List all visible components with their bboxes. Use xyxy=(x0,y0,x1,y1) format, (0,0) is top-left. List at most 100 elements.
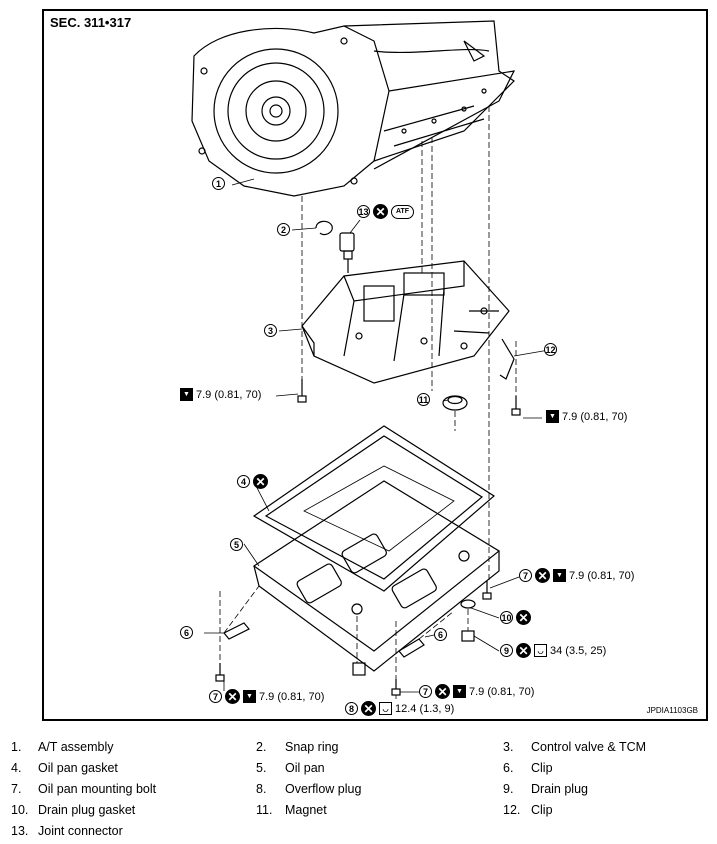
legend-item: 8. Overflow plug xyxy=(256,782,361,796)
torque-value: 7.9 (0.81, 70) xyxy=(562,410,628,423)
at-assembly-drawing xyxy=(191,20,516,197)
callout-7b: 7 ✕ ▼ 7.9 (0.81, 70) xyxy=(209,689,324,704)
x-circle-icon: ✕ xyxy=(516,643,531,658)
legend-label: Oil pan mounting bolt xyxy=(38,782,157,796)
legend-item: 1.A/T assembly xyxy=(11,740,114,754)
callout-13: 13 ✕ ATF xyxy=(357,204,415,219)
legend-item: 5. Oil pan xyxy=(256,761,325,775)
torque-wrench-icon: ▼ xyxy=(180,388,193,401)
legend-item: 11. Magnet xyxy=(256,803,327,817)
legend-item: 9. Drain plug xyxy=(503,782,588,796)
oil-pan-gasket-drawing xyxy=(252,425,496,592)
torque-wrench-icon: ▼ xyxy=(553,569,566,582)
legend-label: Joint connector xyxy=(38,824,123,838)
clip-6b-drawing xyxy=(398,638,425,658)
legend-label: Oil pan gasket xyxy=(38,761,118,775)
oil-pan-drawing xyxy=(252,480,501,672)
torque-value: 7.9 (0.81, 70) xyxy=(196,388,262,401)
legend-label: Clip xyxy=(531,803,553,817)
callout-6a: 6 xyxy=(180,626,193,639)
callout-7a: 7 ✕ ▼ 7.9 (0.81, 70) xyxy=(519,568,634,583)
callout-number: 6 xyxy=(434,628,447,641)
callout-number: 12 xyxy=(544,343,557,356)
legend-item: 10. Drain plug gasket xyxy=(11,803,135,817)
x-circle-icon: ✕ xyxy=(435,684,450,699)
callout-number: 7 xyxy=(519,569,532,582)
callout-number: 2 xyxy=(277,223,290,236)
callout-number: 11 xyxy=(417,393,430,406)
legend-item: 7.Oil pan mounting bolt xyxy=(11,782,156,796)
figure-id: JPDIA1103GB xyxy=(646,706,698,715)
x-circle-icon: ✕ xyxy=(373,204,388,219)
legend-label: Snap ring xyxy=(285,740,339,754)
callout-number: 6 xyxy=(180,626,193,639)
callout-number: 7 xyxy=(209,690,222,703)
callout-number: 3 xyxy=(264,324,277,337)
callout-number: 9 xyxy=(500,644,513,657)
clip-12-drawing xyxy=(499,338,515,380)
legend-label: Drain plug xyxy=(531,782,588,796)
legend-label: Oil pan xyxy=(285,761,325,775)
callout-12: 12 xyxy=(544,343,557,356)
legend-number: 4. xyxy=(11,761,22,775)
exploded-diagram: SEC. 311•317 xyxy=(42,9,708,721)
legend-number: 9. xyxy=(503,782,514,796)
legend-item: 13. Joint connector xyxy=(11,824,123,838)
x-circle-icon: ✕ xyxy=(253,474,268,489)
legend-number: 6. xyxy=(503,761,514,775)
legend-number: 5. xyxy=(256,761,267,775)
legend-item: 12.Clip xyxy=(503,803,553,817)
legend-label: Magnet xyxy=(285,803,327,817)
callout-torque-a: ▼ 7.9 (0.81, 70) xyxy=(180,388,261,401)
leader-lines xyxy=(204,178,550,699)
callout-number: 10 xyxy=(500,611,513,624)
callout-10: 10 ✕ xyxy=(500,610,531,625)
callout-5: 5 xyxy=(230,538,243,551)
legend-label: Drain plug gasket xyxy=(38,803,136,817)
legend-number: 11. xyxy=(256,803,273,817)
callout-number: 4 xyxy=(237,475,250,488)
legend-item: 4. Oil pan gasket xyxy=(11,761,118,775)
legend-number: 10. xyxy=(11,803,29,817)
alignment-lines xyxy=(219,106,517,679)
torque-value: 7.9 (0.81, 70) xyxy=(569,569,635,582)
legend-item: 3.Control valve & TCM xyxy=(503,740,646,754)
torque-wrench-icon: ▼ xyxy=(243,690,256,703)
torque-value: 7.9 (0.81, 70) xyxy=(469,685,535,698)
torque-wrench-icon: ▼ xyxy=(546,410,559,423)
control-valve-drawing xyxy=(301,260,510,384)
callout-number: 13 xyxy=(357,205,370,218)
legend-item: 6. Clip xyxy=(503,761,553,775)
torque-value: 34 (3.5, 25) xyxy=(550,644,607,657)
callout-number: 7 xyxy=(419,685,432,698)
x-circle-icon: ✕ xyxy=(361,701,376,716)
torque-value: 12.4 (1.3, 9) xyxy=(395,702,455,715)
legend-number: 1. xyxy=(11,740,22,754)
legend-item: 2. Snap ring xyxy=(256,740,339,754)
callout-6b: 6 xyxy=(434,628,447,641)
legend-number: 2. xyxy=(256,740,267,754)
section-label: SEC. 311•317 xyxy=(50,15,132,30)
clip-6a-drawing xyxy=(223,622,250,640)
callout-torque-b: ▼ 7.9 (0.81, 70) xyxy=(546,410,627,423)
magnet-drawing xyxy=(442,395,468,411)
diagram-artwork xyxy=(191,20,550,699)
torque-wrench-icon: ◡ xyxy=(379,702,392,715)
callout-4: 4 ✕ xyxy=(237,474,268,489)
callout-3: 3 xyxy=(264,324,277,337)
x-circle-icon: ✕ xyxy=(516,610,531,625)
torque-wrench-icon: ◡ xyxy=(534,644,547,657)
torque-value: 7.9 (0.81, 70) xyxy=(259,690,325,703)
callout-number: 8 xyxy=(345,702,358,715)
callout-1: 1 xyxy=(212,177,225,190)
joint-connector-drawing xyxy=(339,232,355,273)
callout-number: 5 xyxy=(230,538,243,551)
legend-number: 8. xyxy=(256,782,267,796)
legend-number: 13. xyxy=(11,824,29,838)
legend-label: Overflow plug xyxy=(285,782,362,796)
callout-2: 2 xyxy=(277,223,290,236)
callout-7c: 7 ✕ ▼ 7.9 (0.81, 70) xyxy=(419,684,534,699)
legend-label: Clip xyxy=(531,761,553,775)
callout-8: 8 ✕ ◡ 12.4 (1.3, 9) xyxy=(345,701,454,716)
callout-11: 11 xyxy=(417,393,430,406)
